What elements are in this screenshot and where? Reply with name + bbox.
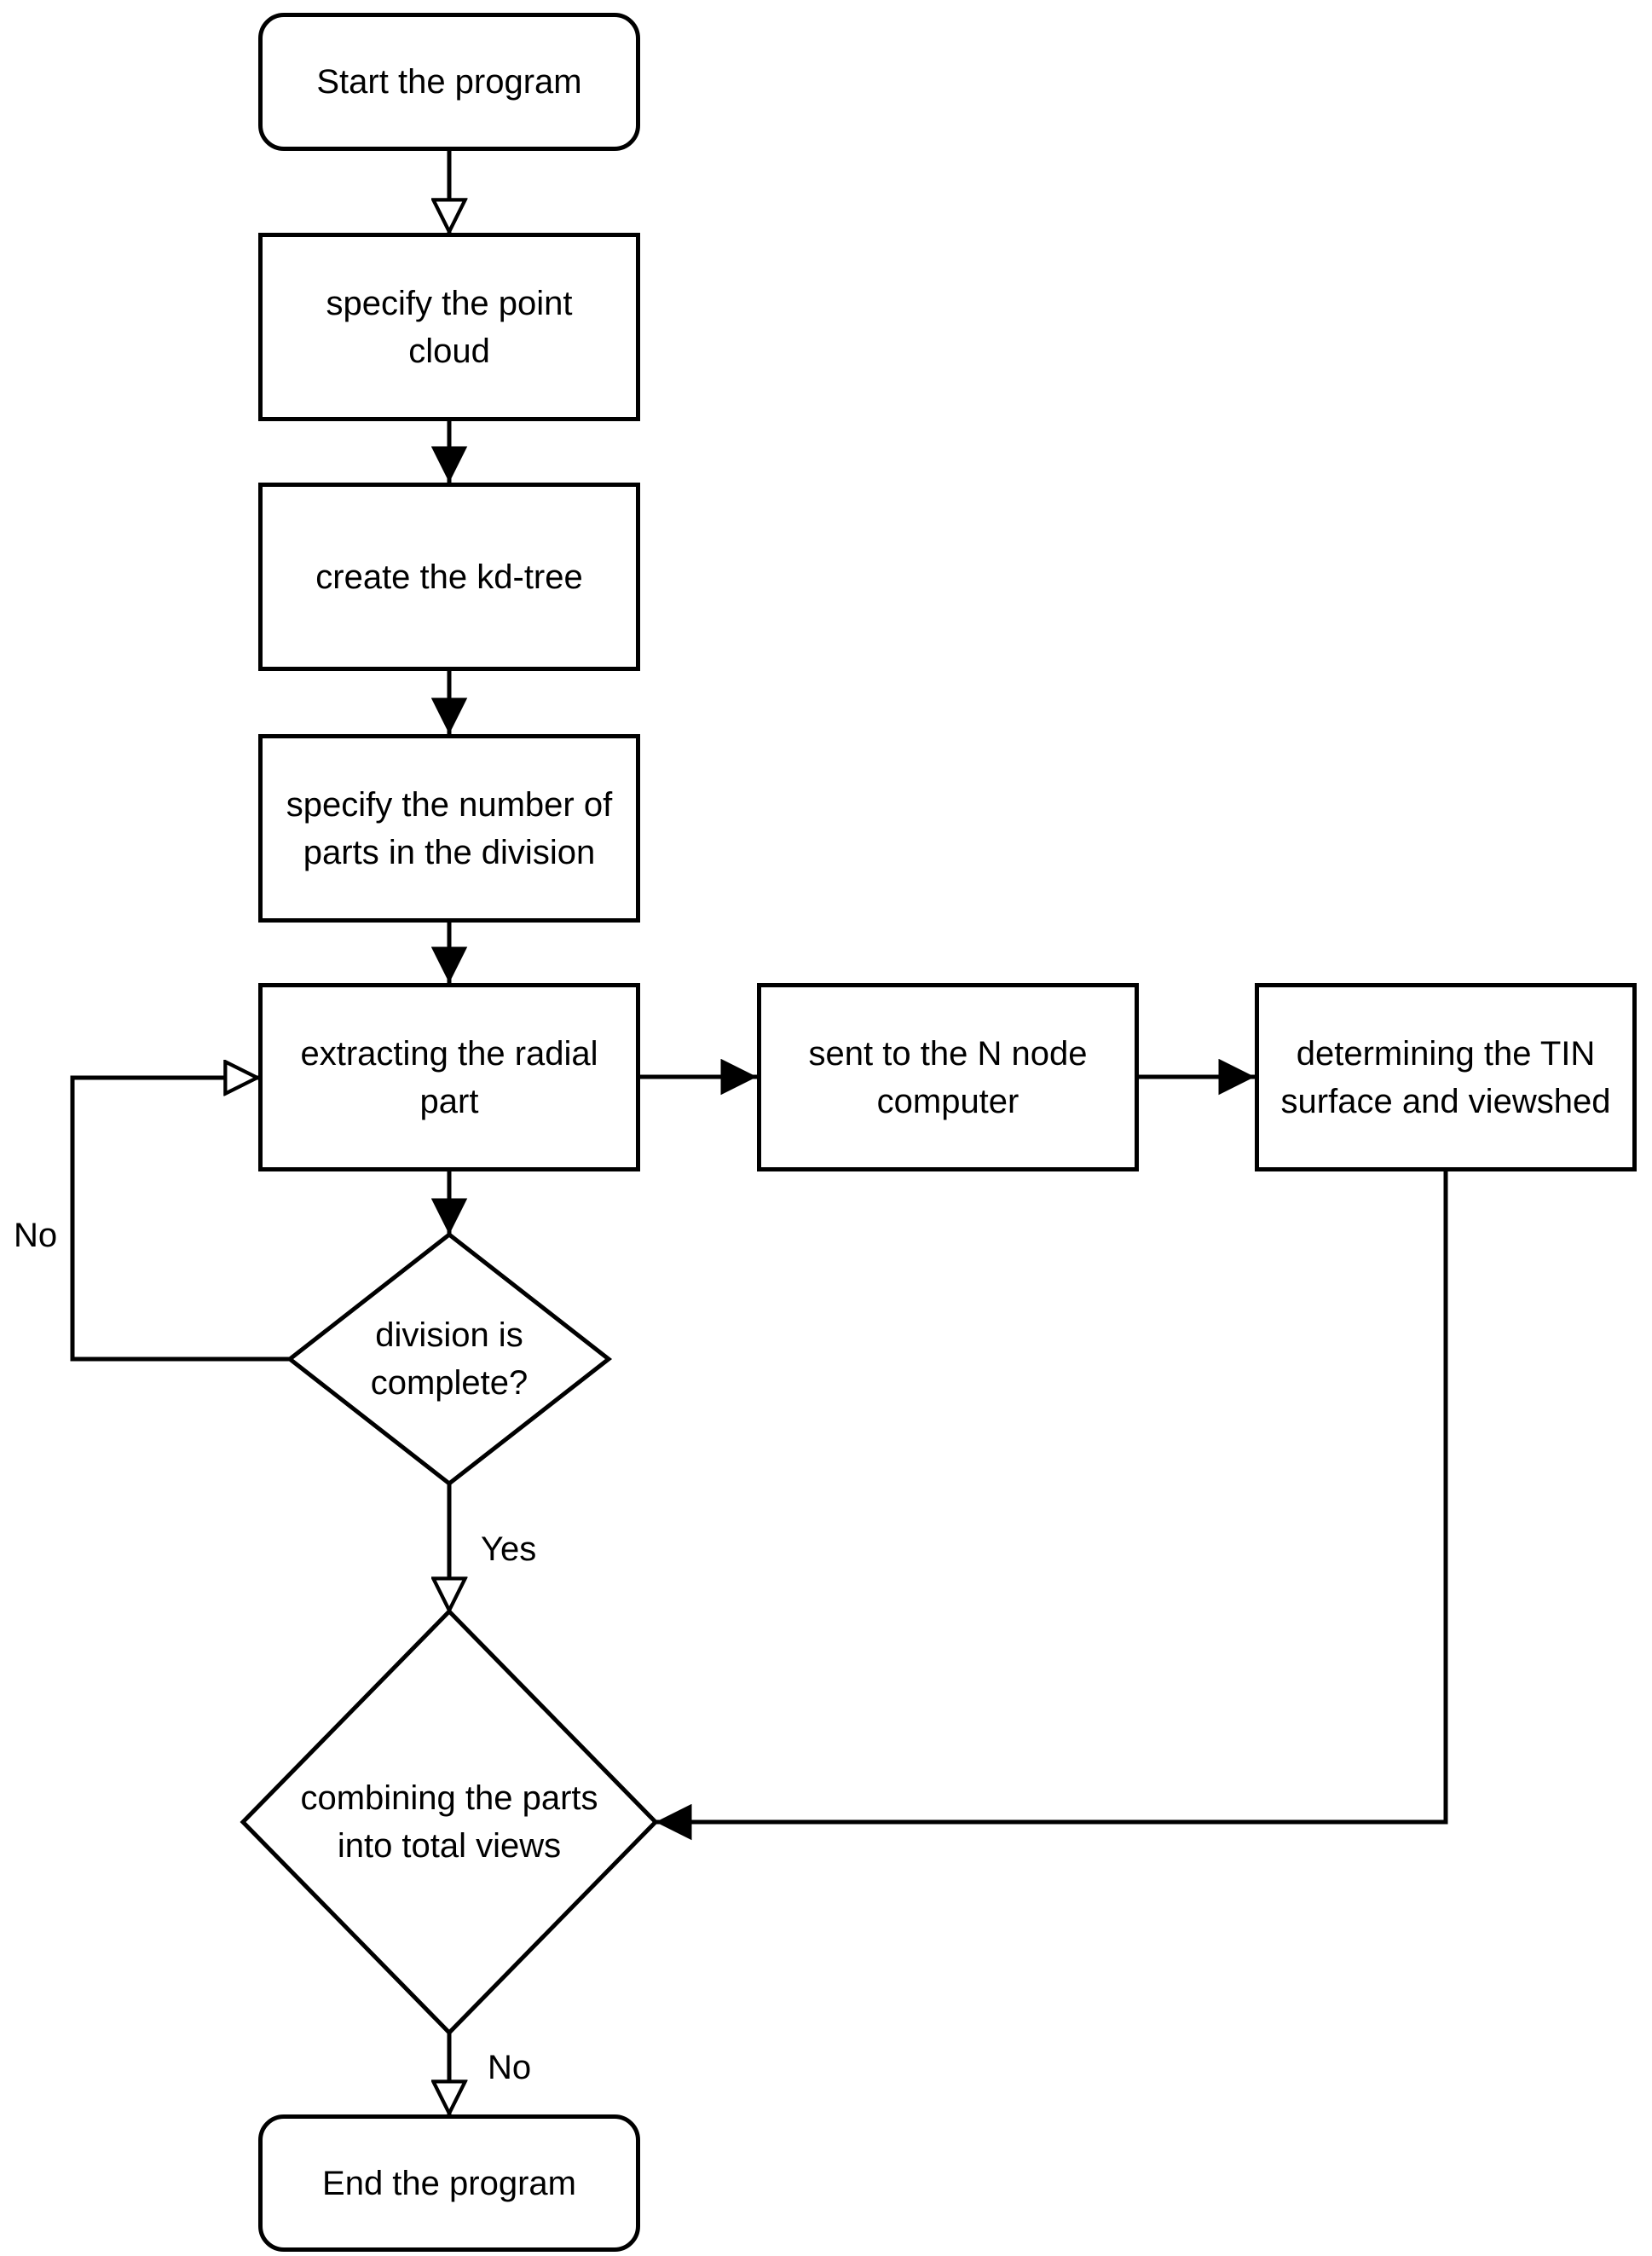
node-create-kd-tree-label: create the kd-tree — [315, 558, 583, 596]
edge-label-division-yes: Yes — [481, 1530, 537, 1568]
edge-label-combine-no: No — [488, 2049, 532, 2086]
node-extract-radial: extracting the radial part — [258, 983, 640, 1171]
node-send-to-nodes-line2: computer — [876, 1082, 1020, 1120]
node-specify-point-cloud: specify the point cloud — [258, 233, 640, 421]
node-send-to-nodes: sent to the N node computer — [757, 983, 1139, 1171]
decision-division-complete-label: division is complete? — [290, 1235, 609, 1484]
node-specify-point-cloud-line2: cloud — [408, 332, 490, 370]
decision-combine-parts-shape — [240, 1608, 659, 2036]
decision-combine-parts-line1: combining the parts — [300, 1779, 598, 1817]
node-end: End the program — [258, 2114, 640, 2252]
node-specify-parts-line2: parts in the division — [303, 833, 596, 871]
decision-division-complete-line2: complete? — [370, 1364, 529, 1402]
node-specify-parts-line1: specify the number of — [286, 785, 613, 824]
node-start: Start the program — [258, 13, 640, 151]
decision-division-complete-shape — [286, 1231, 613, 1487]
node-send-to-nodes-line1: sent to the N node — [808, 1034, 1088, 1073]
edge-tin-to-combine — [656, 1171, 1448, 1841]
edge-division-no-loop — [70, 1078, 290, 1362]
decision-division-complete-line1: division is — [375, 1316, 523, 1354]
node-determine-tin: determining the TIN surface and viewshed — [1255, 983, 1637, 1171]
edge-label-division-no: No — [14, 1217, 58, 1254]
node-extract-radial-line2: part — [419, 1082, 479, 1120]
node-specify-point-cloud-line1: specify the point — [326, 284, 573, 322]
node-extract-radial-line1: extracting the radial — [300, 1034, 598, 1073]
node-determine-tin-line2: surface and viewshed — [1280, 1082, 1611, 1120]
decision-combine-parts-label: combining the parts into total views — [243, 1611, 656, 2033]
node-end-label: End the program — [322, 2164, 576, 2202]
decision-combine-parts-line2: into total views — [337, 1827, 562, 1865]
node-determine-tin-line1: determining the TIN — [1296, 1034, 1596, 1073]
node-start-label: Start the program — [316, 63, 582, 101]
node-create-kd-tree: create the kd-tree — [258, 483, 640, 671]
node-specify-parts: specify the number of parts in the divis… — [258, 734, 640, 923]
